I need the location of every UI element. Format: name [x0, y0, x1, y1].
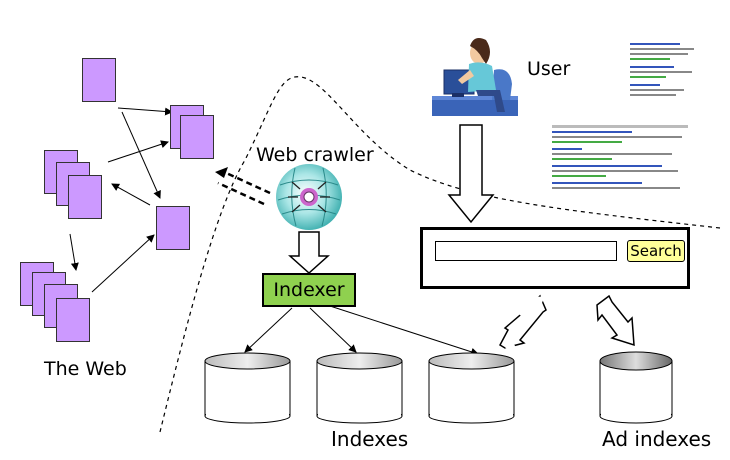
web-page-stack-right-2: [180, 115, 214, 159]
web-page-top: [82, 58, 116, 102]
web-link-arrows: [69, 107, 173, 293]
crawler-globe-icon: [276, 164, 342, 230]
indexer-to-indexes-arrows: [244, 305, 479, 356]
indexer-box: Indexer: [262, 273, 356, 307]
crawler-label: Web crawler: [256, 144, 374, 166]
user-at-computer-icon: [432, 38, 518, 116]
search-indexes-double-arrow: [499, 294, 547, 349]
index-cylinder-3: [428, 352, 515, 424]
search-adindexes-double-arrow: [596, 294, 635, 347]
user-label: User: [527, 58, 571, 80]
crawler-fetch-arrow: [217, 170, 271, 206]
search-button[interactable]: Search: [627, 240, 685, 262]
crawler-to-indexer-arrow: [288, 231, 330, 275]
search-input[interactable]: [435, 241, 617, 261]
web-page-stack-left-3: [68, 175, 102, 219]
ad-indexes-label: Ad indexes: [602, 427, 712, 451]
ad-index-cylinder: [599, 351, 673, 424]
search-results-page-thumbnail: [552, 122, 690, 204]
index-cylinder-1: [204, 352, 291, 424]
search-box: Search: [420, 227, 690, 289]
index-cylinder-2: [316, 352, 403, 424]
web-page-middle: [156, 206, 190, 250]
web-page-stack-bottom-4: [56, 298, 90, 342]
indexes-label: Indexes: [331, 427, 409, 451]
web-label: The Web: [44, 358, 127, 380]
search-results-thumbnail: [630, 40, 700, 112]
user-to-search-arrow: [447, 124, 495, 224]
web-boundary-curve: [159, 76, 721, 433]
